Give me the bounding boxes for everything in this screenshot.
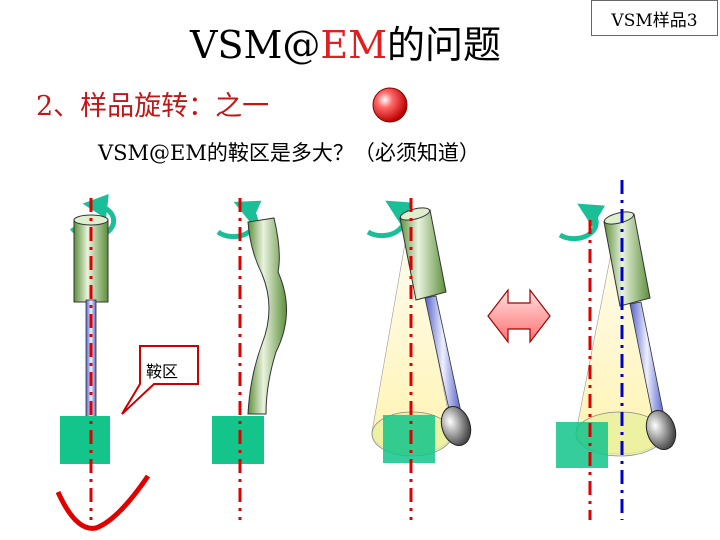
sample-tag: VSM样品3 <box>591 0 718 36</box>
sample-block <box>383 415 435 463</box>
panel-4-offset-axes <box>556 180 677 520</box>
callout-label: 鞍区 <box>146 362 179 381</box>
callout-box <box>121 345 199 415</box>
sample-ball <box>440 405 472 447</box>
sample-block <box>60 416 110 464</box>
question-text: VSM@EM的鞍区是多大？（必须知道） <box>98 141 480 165</box>
panel-1-straight-holder <box>55 193 199 531</box>
panel-3-tilted-holder <box>366 198 472 520</box>
title-accent: EM <box>320 23 388 67</box>
title-prefix: VSM@ <box>190 23 321 67</box>
slide-subtitle: 2、样品旋转：之一 <box>36 91 270 122</box>
checkmark-icon <box>55 474 151 531</box>
sample-block <box>556 422 608 468</box>
rotation-arrow-icon <box>366 200 414 239</box>
title-suffix: 的问题 <box>387 23 502 67</box>
sample-ball <box>645 409 677 451</box>
sample-block <box>212 416 264 464</box>
double-arrow-icon <box>487 288 551 344</box>
red-ball-icon <box>372 87 408 123</box>
bent-holder <box>247 217 287 415</box>
panel-2-bent-holder <box>212 198 287 520</box>
slide-title: VSM@EM的问题 <box>190 14 501 69</box>
